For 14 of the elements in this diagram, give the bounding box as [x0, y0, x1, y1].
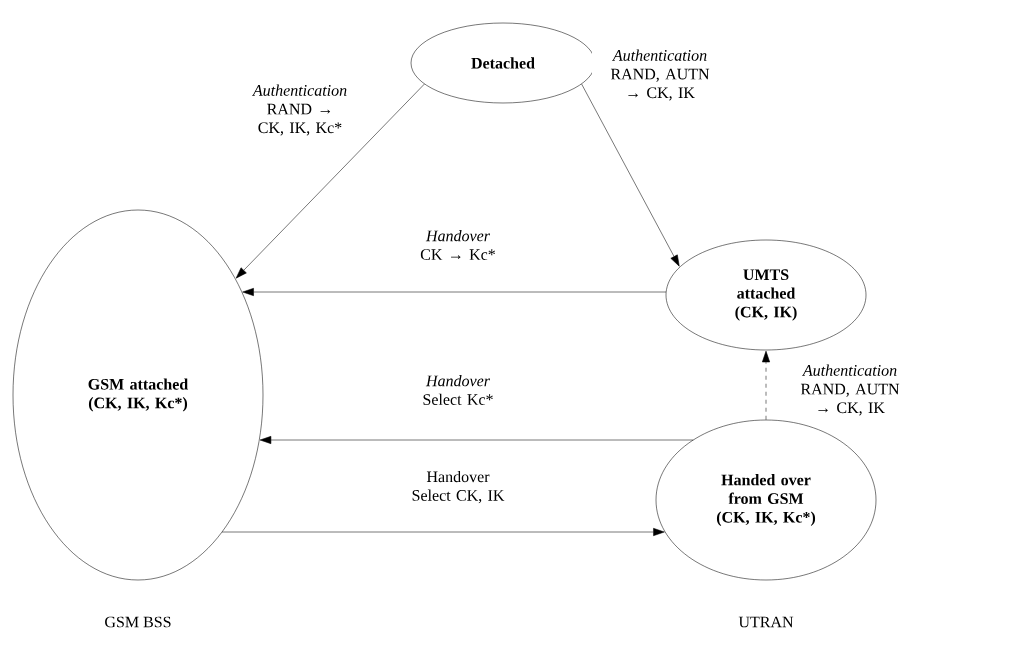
arrow — [762, 350, 770, 420]
arrow — [581, 83, 680, 267]
edge-label: Authentication RAND, AUTN → CK, IK — [782, 363, 918, 417]
arrow — [242, 288, 667, 296]
arrow — [221, 528, 665, 536]
edge-label: Handover Select Kc* — [416, 373, 500, 407]
column-label: UTRAN — [738, 616, 794, 628]
edge-label: Handover Select CK, IK — [406, 469, 510, 505]
edge-label: Handover CK → Kc* — [416, 228, 500, 262]
column-label: GSM BSS — [105, 616, 171, 628]
edge-label: Authentication RAND → CK, IK, Kc* — [250, 83, 350, 137]
arrow — [235, 83, 425, 279]
edge-label: Authentication RAND, AUTN → CK, IK — [592, 48, 728, 102]
arrow — [259, 436, 694, 444]
